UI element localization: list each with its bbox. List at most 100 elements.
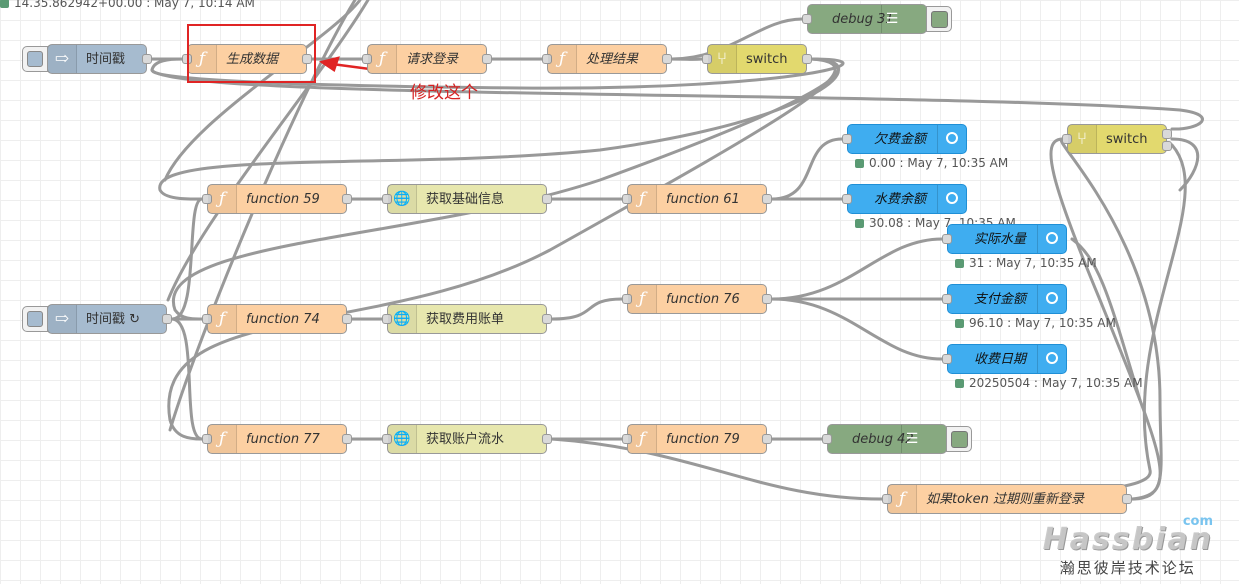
function-node-process-result[interactable]: ƒ 处理结果: [542, 44, 672, 74]
status-arrears: 0.00 : May 7, 10:35 AM: [855, 156, 1008, 170]
function-node-61[interactable]: ƒ function 61: [622, 184, 772, 214]
output-port[interactable]: [342, 314, 352, 324]
http-request-node-account-flow[interactable]: 🌐 获取账户流水: [382, 424, 552, 454]
output-port[interactable]: [662, 54, 672, 64]
switch-icon: ⑂: [708, 45, 737, 73]
inject-arrow-icon: ⇨: [48, 305, 77, 333]
output-port[interactable]: [762, 434, 772, 444]
dashboard-icon: [946, 132, 958, 144]
output-port[interactable]: [542, 314, 552, 324]
switch-node-1[interactable]: ⑂ switch: [702, 44, 812, 74]
switch-icon: ⑂: [1068, 125, 1097, 153]
debug-toggle-button[interactable]: [946, 426, 972, 452]
function-icon: ƒ: [628, 425, 657, 453]
ui-text-node-water[interactable]: 实际水量: [942, 224, 1067, 254]
annotation-arrowhead: [318, 56, 340, 72]
input-port[interactable]: [382, 434, 392, 444]
input-port[interactable]: [942, 234, 952, 244]
input-port[interactable]: [882, 494, 892, 504]
globe-icon: 🌐: [388, 305, 417, 333]
inject-node-timestamp[interactable]: ⇨ 时间戳: [22, 44, 152, 74]
ui-text-node-arrears[interactable]: 欠费金额: [842, 124, 967, 154]
function-icon: ƒ: [368, 45, 397, 73]
function-node-74[interactable]: ƒ function 74: [202, 304, 352, 334]
output-port[interactable]: [542, 194, 552, 204]
input-port[interactable]: [202, 314, 212, 324]
input-port[interactable]: [622, 294, 632, 304]
wire: [770, 137, 844, 201]
dashboard-icon: [946, 192, 958, 204]
input-port[interactable]: [702, 54, 712, 64]
debug-toggle-button[interactable]: [926, 6, 952, 32]
watermark-brand: Hassbian: [1042, 522, 1213, 557]
inject-trigger-button[interactable]: [22, 306, 48, 332]
wire: [770, 297, 944, 361]
watermark: com Hassbian 瀚思彼岸技术论坛: [1042, 514, 1213, 578]
http-request-node-base-info[interactable]: 🌐 获取基础信息: [382, 184, 552, 214]
list-icon: ☰: [881, 5, 902, 33]
output-port[interactable]: [342, 434, 352, 444]
output-port[interactable]: [542, 434, 552, 444]
wire: [167, 57, 837, 441]
input-port[interactable]: [382, 314, 392, 324]
list-icon: ☰: [901, 425, 922, 453]
function-icon: ƒ: [208, 305, 237, 333]
input-port[interactable]: [362, 54, 372, 64]
output-port[interactable]: [482, 54, 492, 64]
output-port[interactable]: [802, 54, 812, 64]
output-port[interactable]: [1122, 494, 1132, 504]
output-port[interactable]: [762, 294, 772, 304]
highlight-box: [187, 24, 316, 83]
output-port[interactable]: [162, 314, 172, 324]
ui-text-node-balance[interactable]: 水费余额: [842, 184, 967, 214]
input-port[interactable]: [382, 194, 392, 204]
debug-node-31[interactable]: debug 31 ☰: [802, 4, 952, 34]
input-port[interactable]: [202, 434, 212, 444]
inject-node-timestamp-repeat[interactable]: ⇨ 时间戳 ↻: [22, 304, 172, 334]
function-icon: ƒ: [188, 45, 217, 73]
function-node-79[interactable]: ƒ function 79: [622, 424, 772, 454]
input-port[interactable]: [942, 294, 952, 304]
input-port[interactable]: [802, 14, 812, 24]
status-date: 20250504 : May 7, 10:35 AM: [955, 376, 1143, 390]
output-port[interactable]: [762, 194, 772, 204]
http-request-node-bill[interactable]: 🌐 获取费用账单: [382, 304, 552, 334]
wire: [550, 297, 624, 321]
ui-text-node-date[interactable]: 收费日期: [942, 344, 1067, 374]
input-port[interactable]: [942, 354, 952, 364]
input-port[interactable]: [1062, 134, 1072, 144]
function-icon: ƒ: [208, 185, 237, 213]
output-port[interactable]: [342, 194, 352, 204]
annotation-text: 修改这个: [410, 83, 478, 103]
function-node-generate-data[interactable]: ƒ 生成数据: [182, 44, 312, 74]
output-port[interactable]: [1162, 129, 1172, 139]
output-port[interactable]: [302, 54, 312, 64]
ui-text-node-paid[interactable]: 支付金额: [942, 284, 1067, 314]
function-node-59[interactable]: ƒ function 59: [202, 184, 352, 214]
wire: [170, 197, 204, 321]
globe-icon: 🌐: [388, 185, 417, 213]
input-port[interactable]: [542, 54, 552, 64]
dashboard-icon: [1046, 292, 1058, 304]
input-port[interactable]: [842, 194, 852, 204]
function-icon: ƒ: [628, 285, 657, 313]
input-port[interactable]: [842, 134, 852, 144]
inject-trigger-button[interactable]: [22, 46, 48, 72]
watermark-subtitle: 瀚思彼岸技术论坛: [1059, 559, 1196, 577]
switch-node-2[interactable]: ⑂ switch: [1062, 124, 1172, 154]
input-port[interactable]: [202, 194, 212, 204]
dashboard-icon: [1046, 232, 1058, 244]
function-node-relogin[interactable]: ƒ 如果token 过期则重新登录: [882, 484, 1132, 514]
function-node-request-login[interactable]: ƒ 请求登录: [362, 44, 492, 74]
function-node-77[interactable]: ƒ function 77: [202, 424, 352, 454]
input-port[interactable]: [822, 434, 832, 444]
debug-node-42[interactable]: debug 42 ☰: [822, 424, 972, 454]
input-port[interactable]: [622, 194, 632, 204]
output-port[interactable]: [1162, 141, 1172, 151]
top-status-text: 14.35.862942+00.00 : May 7, 10:14 AM: [0, 0, 255, 10]
input-port[interactable]: [622, 434, 632, 444]
globe-icon: 🌐: [388, 425, 417, 453]
function-node-76[interactable]: ƒ function 76: [622, 284, 772, 314]
output-port[interactable]: [142, 54, 152, 64]
